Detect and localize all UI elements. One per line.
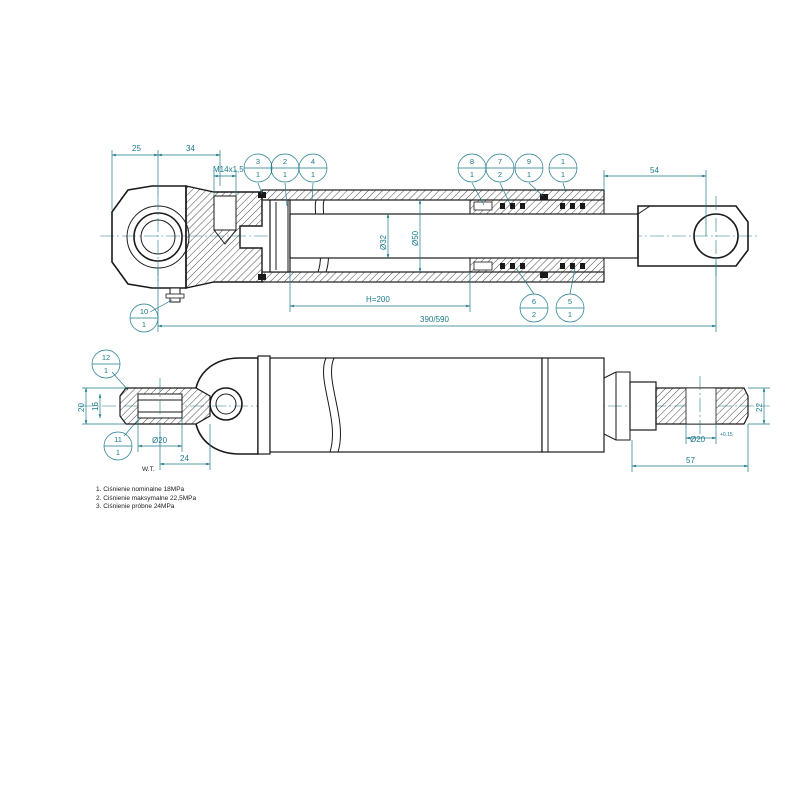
balloon-9: 9 1 xyxy=(514,153,544,183)
balloon-10: 10 1 xyxy=(129,303,159,333)
svg-text:2: 2 xyxy=(532,310,536,319)
dim-57: 57 xyxy=(686,456,695,465)
svg-text:1: 1 xyxy=(470,170,474,179)
section-view: 25 34 M14x1,5 54 Ø32 Ø50 H=200 390/590 xyxy=(100,144,760,332)
svg-text:5: 5 xyxy=(568,297,572,306)
balloon-7: 7 2 xyxy=(485,153,515,183)
notes: 1. Ciśnienie nominalne 18MPa 2. Ciśnieni… xyxy=(96,486,196,512)
dim-bore-dia: Ø50 xyxy=(411,230,420,246)
balloon-2: 2 1 xyxy=(270,153,300,183)
svg-text:4: 4 xyxy=(311,157,315,166)
dim-20: 20 xyxy=(77,403,86,412)
dim-stroke: H=200 xyxy=(366,295,390,304)
balloon-1: 1 1 xyxy=(548,153,578,183)
svg-text:12: 12 xyxy=(102,353,110,362)
svg-text:8: 8 xyxy=(470,157,474,166)
svg-text:3: 3 xyxy=(256,157,260,166)
svg-text:2: 2 xyxy=(498,170,502,179)
dim-54: 54 xyxy=(650,166,659,175)
svg-text:1: 1 xyxy=(142,320,146,329)
note-1: 1. Ciśnienie nominalne 18MPa xyxy=(96,486,185,493)
svg-text:7: 7 xyxy=(498,157,502,166)
balloon-6: 6 2 xyxy=(519,293,549,323)
balloon-8: 8 1 xyxy=(457,153,487,183)
svg-text:6: 6 xyxy=(532,297,536,306)
dim-22: 22 xyxy=(755,403,764,412)
svg-text:1: 1 xyxy=(116,448,120,457)
balloons: 3 1 2 1 4 1 8 1 7 2 xyxy=(91,153,585,461)
svg-text:11: 11 xyxy=(114,435,122,444)
svg-text:1: 1 xyxy=(283,170,287,179)
balloon-5: 5 1 xyxy=(555,293,585,323)
note-2: 2. Ciśnienie maksymalne 22,5MPa xyxy=(96,494,197,502)
dim-25: 25 xyxy=(132,144,141,153)
svg-text:2: 2 xyxy=(283,157,287,166)
dim-length: 390/590 xyxy=(420,315,449,324)
dim-thread: M14x1,5 xyxy=(213,165,244,174)
balloon-11: 11 1 xyxy=(103,431,133,461)
svg-text:1: 1 xyxy=(311,170,315,179)
view-label: W.T. xyxy=(142,466,155,473)
balloon-4: 4 1 xyxy=(298,153,328,183)
dim-34: 34 xyxy=(186,144,195,153)
svg-text:1: 1 xyxy=(104,366,108,375)
svg-text:1: 1 xyxy=(527,170,531,179)
dim-pin-right: Ø20 xyxy=(690,435,706,444)
svg-text:1: 1 xyxy=(568,310,572,319)
svg-text:1: 1 xyxy=(561,157,565,166)
svg-text:1: 1 xyxy=(256,170,260,179)
dim-rod-dia: Ø32 xyxy=(379,234,388,250)
svg-text:10: 10 xyxy=(140,307,148,316)
dim-16: 16 xyxy=(91,402,100,411)
balloon-3: 3 1 xyxy=(243,153,273,183)
dim-24: 24 xyxy=(180,454,189,463)
exterior-view: 20 16 Ø20 24 Ø20 +0.15 57 22 xyxy=(77,355,770,472)
dim-tolerance: +0.15 xyxy=(720,432,733,438)
svg-text:9: 9 xyxy=(527,157,531,166)
note-3: 3. Ciśnienie próbne 24MPa xyxy=(96,503,175,511)
svg-text:1: 1 xyxy=(561,170,565,179)
balloon-12: 12 1 xyxy=(91,349,121,379)
